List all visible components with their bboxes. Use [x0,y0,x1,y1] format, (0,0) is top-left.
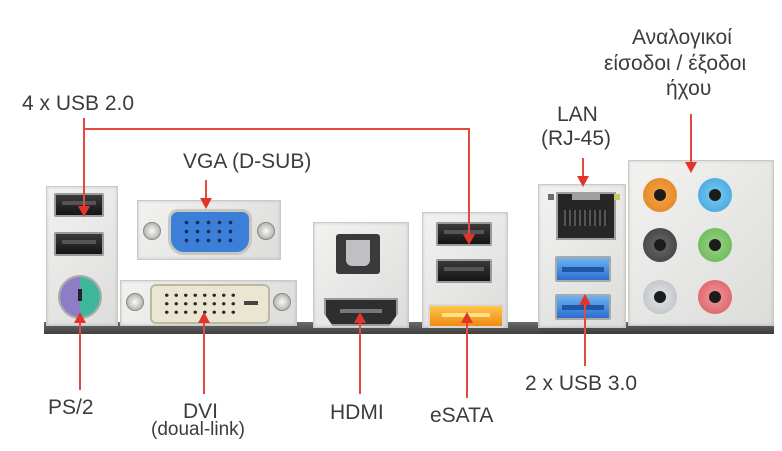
vga-arrow [200,198,212,209]
lan-led-right [614,194,620,200]
optical-spdif-port [336,234,380,274]
vga-port [168,209,252,255]
esata-callout-line [466,322,468,398]
lan-led-left [548,194,554,200]
audio-callout-line [690,114,692,164]
label-vga: VGA (D-SUB) [183,150,312,173]
label-hdmi: HDMI [330,401,384,424]
dvi-arrow [198,312,210,323]
ps2-arrow [74,312,86,323]
board-edge-right [540,324,774,334]
label-dvi-line1: DVI [183,400,219,423]
usb2-callout-vertical-left [83,118,85,208]
label-audio-line2: είσοδοι / έξοδοι [604,52,747,75]
label-usb2: 4 x USB 2.0 [22,92,135,115]
usb2-arrow-right [463,234,475,245]
label-esata: eSATA [430,404,494,427]
audio-jack-blue [698,178,732,212]
label-audio-line3: ήχου [666,77,712,100]
vga-callout-line [205,180,207,200]
label-lan-line1: LAN [557,103,598,126]
audio-arrow [685,162,697,173]
audio-jack-pink [698,280,732,314]
usb3-arrow [579,294,591,305]
label-usb3: 2 x USB 3.0 [525,372,638,395]
dvi-screw-right [273,293,291,311]
audio-jack-green [698,228,732,262]
ps2-callout-line [79,322,81,390]
vga-screw-left [143,222,161,240]
usb2-port-2 [54,232,104,256]
audio-jack-orange [643,178,677,212]
lan-arrow [577,176,589,187]
esata-arrow [461,312,473,323]
label-ps2: PS/2 [48,396,94,419]
lan-port [556,192,616,240]
hdmi-callout-line [359,322,361,394]
dvi-callout-line [203,322,205,394]
audio-jack-black [643,228,677,262]
usb2-callout-horizontal [83,128,470,130]
usb2-arrow-left [78,206,90,217]
vga-screw-right [257,222,275,240]
dvi-screw-left [126,293,144,311]
usb3-port-1 [555,256,611,282]
label-dvi-line2: (doual-link) [151,419,245,440]
label-audio-line1: Αναλογικοί [632,26,732,49]
label-lan-line2: (RJ-45) [541,127,612,150]
lan-callout-line [582,158,584,178]
hdmi-arrow [354,312,366,323]
usb2-callout-vertical-right [468,128,470,236]
dvi-port [150,284,270,324]
usb3-callout-line [584,304,586,366]
audio-jack-gray [643,280,677,314]
usb2-port-4 [436,259,492,283]
